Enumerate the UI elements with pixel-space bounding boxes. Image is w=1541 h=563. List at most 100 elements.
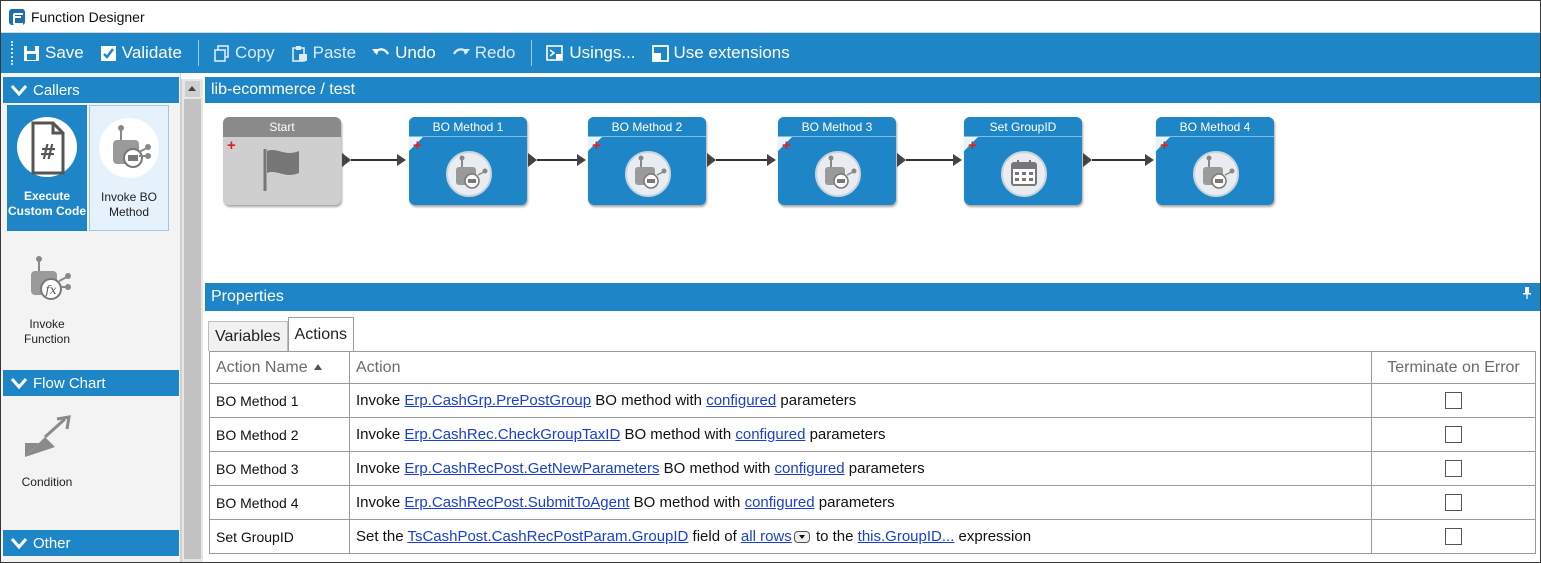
add-icon[interactable]: + — [1160, 137, 1169, 154]
flow-node-bo-method-4[interactable]: BO Method 4 + — [1156, 117, 1274, 205]
flow-node-set-groupid[interactable]: Set GroupID + — [964, 117, 1082, 205]
input-port[interactable] — [397, 154, 406, 166]
expression-link[interactable]: this.GroupID... — [857, 528, 955, 545]
node-title: BO Method 3 — [778, 117, 896, 137]
tab-actions[interactable]: Actions — [287, 317, 354, 351]
actions-grid: Action Name Action Terminate on Error BO… — [209, 351, 1536, 554]
palette-item-invoke-bo-method[interactable]: Invoke BO Method — [89, 105, 169, 231]
output-port[interactable] — [1083, 153, 1092, 167]
action-name-cell: Set GroupID — [209, 519, 350, 554]
flow-node-bo-method-2[interactable]: BO Method 2 + — [588, 117, 706, 205]
palette-item-invoke-function[interactable]: fx Invoke Function — [7, 241, 87, 351]
paste-button[interactable]: Paste — [291, 43, 356, 63]
validate-button[interactable]: Validate — [100, 43, 182, 63]
checkbox-checked-icon — [100, 45, 116, 61]
chevron-down-icon — [11, 538, 27, 549]
scroll-up-button[interactable] — [185, 81, 200, 97]
bo-method-link[interactable]: Erp.CashRec.CheckGroupTaxID — [404, 426, 621, 443]
pin-icon[interactable] — [1522, 286, 1532, 300]
tab-variables[interactable]: Variables — [208, 321, 288, 351]
undo-icon — [372, 48, 390, 55]
palette-item-condition[interactable]: Condition — [7, 403, 87, 503]
flow-node-bo-method-1[interactable]: BO Method 1 + — [409, 117, 527, 205]
other-header-label: Other — [33, 534, 71, 552]
properties-tabs: Variables Actions — [208, 317, 354, 351]
terminate-on-error-checkbox[interactable] — [1445, 460, 1462, 478]
table-row[interactable]: BO Method 4 Invoke Erp.CashRecPost.Submi… — [209, 485, 1536, 520]
table-row[interactable]: Set GroupID Set the TsCashPost.CashRecPo… — [209, 519, 1536, 554]
undo-button[interactable]: Undo — [372, 43, 436, 63]
output-port[interactable] — [897, 153, 906, 167]
table-row[interactable]: BO Method 3 Invoke Erp.CashRecPost.GetNe… — [209, 451, 1536, 486]
add-icon[interactable]: + — [592, 137, 601, 154]
action-text: Invoke — [356, 494, 405, 511]
output-port[interactable] — [342, 153, 351, 167]
flow-node-bo-method-3[interactable]: BO Method 3 + — [778, 117, 896, 205]
redo-button[interactable]: Redo — [452, 43, 515, 63]
table-row[interactable]: BO Method 2 Invoke Erp.CashRec.CheckGrou… — [209, 417, 1536, 452]
chevron-down-icon — [11, 378, 27, 389]
terminate-cell — [1371, 383, 1536, 418]
input-port[interactable] — [953, 154, 962, 166]
action-text: Set the — [356, 528, 408, 545]
configured-parameters-link[interactable]: configured — [744, 494, 815, 511]
action-cell: Invoke Erp.CashRec.CheckGroupTaxID BO me… — [349, 417, 1372, 452]
flow-connector — [906, 159, 953, 161]
rows-scope-dropdown-icon[interactable] — [793, 531, 810, 544]
toolbar: Save Validate Copy Paste Undo Redo Using… — [1, 33, 1540, 73]
add-icon[interactable]: + — [413, 137, 422, 154]
toolbar-grip[interactable] — [11, 41, 15, 65]
bo-method-link[interactable]: Erp.CashRecPost.GetNewParameters — [404, 460, 660, 477]
add-icon[interactable]: + — [782, 137, 791, 154]
terminate-on-error-checkbox[interactable] — [1445, 392, 1462, 410]
output-port[interactable] — [528, 153, 537, 167]
flow-canvas[interactable]: Start + BO Method 1 + — [205, 103, 1540, 277]
flow-connector — [537, 159, 577, 161]
save-button[interactable]: Save — [23, 43, 84, 63]
action-text: parameters — [776, 392, 857, 409]
palette-scrollbar[interactable] — [181, 79, 203, 562]
toolbar-separator — [197, 40, 199, 66]
configured-parameters-link[interactable]: configured — [774, 460, 845, 477]
flowchart-group-header[interactable]: Flow Chart — [3, 370, 179, 396]
action-name-cell: BO Method 3 — [209, 451, 350, 486]
terminate-on-error-checkbox[interactable] — [1445, 494, 1462, 512]
grid-header-row: Action Name Action Terminate on Error — [209, 351, 1536, 384]
app-logo-icon — [9, 9, 25, 25]
action-text: to the — [811, 528, 858, 545]
copy-button[interactable]: Copy — [213, 43, 275, 63]
sort-ascending-icon — [313, 363, 322, 370]
paste-icon — [291, 45, 307, 62]
rows-scope-link[interactable]: all rows — [740, 528, 792, 545]
usings-button[interactable]: Usings... — [546, 43, 636, 63]
add-icon[interactable]: + — [227, 137, 236, 154]
column-header-action[interactable]: Action — [349, 351, 1372, 384]
flow-node-start[interactable]: Start + — [223, 117, 341, 205]
bo-method-link[interactable]: Erp.CashRecPost.SubmitToAgent — [404, 494, 630, 511]
palette-item-execute-custom-code[interactable]: # Execute Custom Code — [7, 105, 87, 231]
configured-parameters-link[interactable]: configured — [706, 392, 777, 409]
add-icon[interactable]: + — [968, 137, 977, 154]
column-header-action-name[interactable]: Action Name — [209, 351, 350, 384]
scrollbar-thumb[interactable] — [184, 99, 201, 559]
action-text: BO method with — [591, 392, 707, 409]
extensions-icon — [651, 44, 669, 62]
configured-parameters-link[interactable]: configured — [735, 426, 806, 443]
table-row[interactable]: BO Method 1 Invoke Erp.CashGrp.PrePostGr… — [209, 383, 1536, 418]
action-cell: Set the TsCashPost.CashRecPostParam.Grou… — [349, 519, 1372, 554]
bo-method-icon — [446, 151, 492, 197]
terminate-on-error-checkbox[interactable] — [1445, 528, 1462, 546]
column-header-terminate-on-error[interactable]: Terminate on Error — [1371, 351, 1536, 384]
use-extensions-button[interactable]: Use extensions — [651, 43, 790, 63]
input-port[interactable] — [1145, 154, 1154, 166]
terminate-on-error-checkbox[interactable] — [1445, 426, 1462, 444]
input-port[interactable] — [577, 154, 586, 166]
input-port[interactable] — [767, 154, 776, 166]
bo-method-icon — [815, 151, 861, 197]
bo-method-link[interactable]: Erp.CashGrp.PrePostGroup — [404, 392, 592, 409]
callers-group-header[interactable]: Callers — [3, 77, 179, 103]
other-group-header[interactable]: Other — [3, 530, 179, 556]
action-text: parameters — [814, 494, 895, 511]
output-port[interactable] — [707, 153, 716, 167]
field-link[interactable]: TsCashPost.CashRecPostParam.GroupID — [407, 528, 689, 545]
